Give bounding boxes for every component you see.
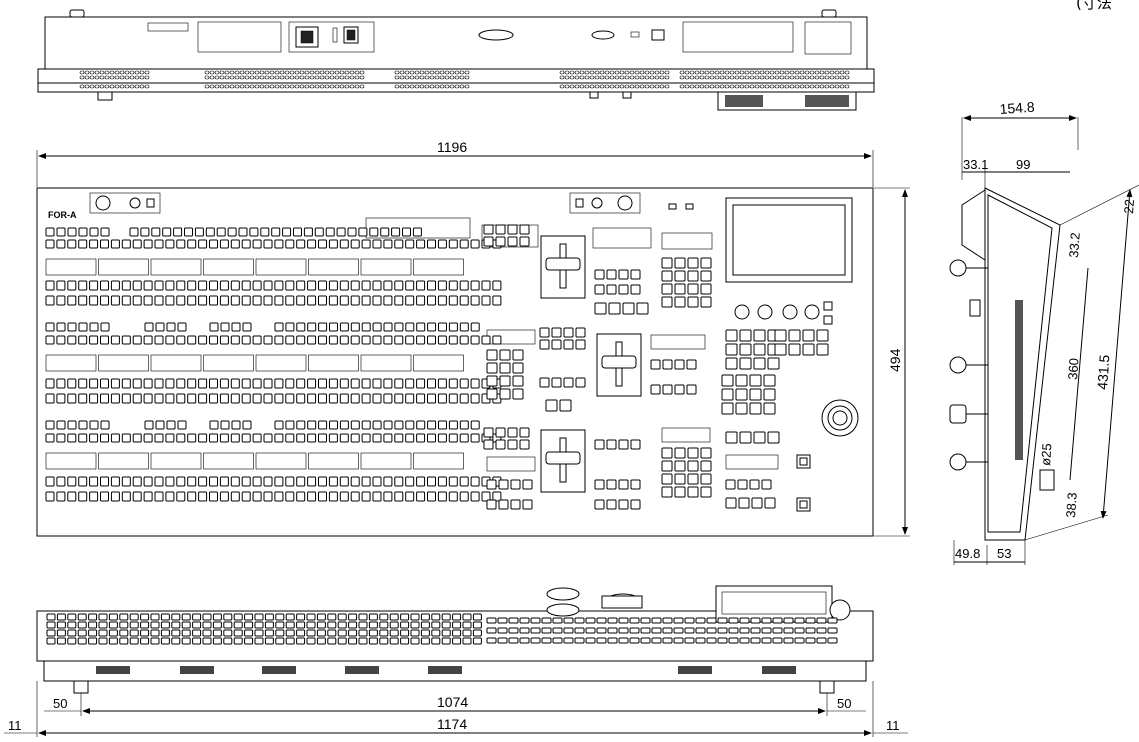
dim-38-3-label: 38.3 (1063, 492, 1080, 518)
dim-49-8-label: 49.8 (955, 546, 980, 561)
dim-11-right-label: 11 (886, 718, 900, 733)
dim-bottom: 1074 1174 50 50 11 11 (4, 681, 908, 737)
dim-side: 154.8 33.1 99 431.5 360 33.2 22 ø25 38.3… (953, 99, 1139, 565)
side-view (949, 187, 1061, 541)
dim-diameter-label: ø25 (1038, 443, 1055, 466)
dim-99-label: 99 (1016, 157, 1030, 172)
bottom-button-array (46, 613, 838, 645)
dim-50-left-label: 50 (53, 696, 67, 711)
rear-view (37, 9, 875, 111)
brand-logo: FOR-A (48, 210, 77, 220)
dim-50-right-label: 50 (837, 696, 851, 711)
dim-front-width: 1196 (36, 139, 874, 187)
dim-494-label: 494 (887, 348, 903, 372)
dim-154-label: 154.8 (999, 99, 1035, 117)
dim-53-label: 53 (997, 546, 1011, 561)
corner-note: (寸法 (1076, 0, 1112, 12)
dim-1074-label: 1074 (437, 694, 468, 710)
dim-33-1-label: 33.1 (963, 157, 988, 172)
dim-1174-label: 1174 (437, 716, 467, 732)
rear-vent-pattern (79, 70, 850, 89)
dim-front-height: 494 (874, 187, 910, 537)
dim-360-label: 360 (1065, 358, 1081, 381)
dim-22-label: 22 (1121, 199, 1137, 214)
dim-1196-label: 1196 (437, 139, 467, 155)
front-button-array (45, 224, 829, 510)
dim-431-5-label: 431.5 (1094, 354, 1112, 390)
dim-33-2-label: 33.2 (1066, 232, 1083, 258)
dim-11-left-label: 11 (8, 718, 22, 733)
